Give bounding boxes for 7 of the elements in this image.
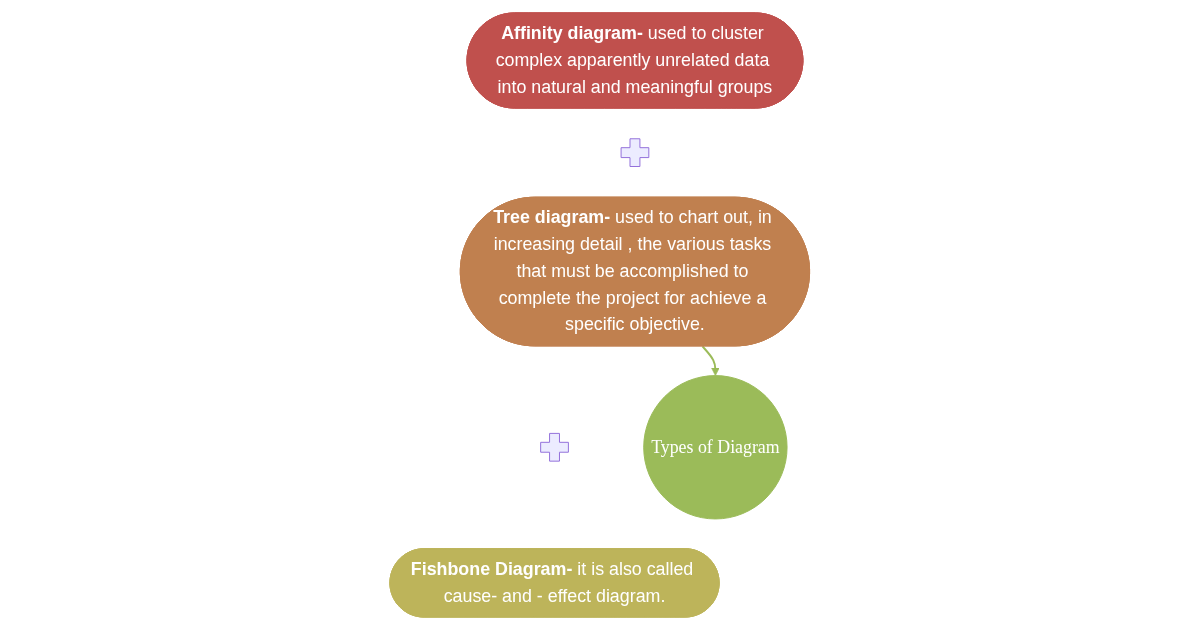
oval-node: Tree diagram- used to chart out, in increasing detail , the various tasks that must be accomplished to complete the project for achieve a specific objective. <box>460 196 811 347</box>
plus-sign <box>620 138 650 167</box>
plus-sign <box>540 432 570 462</box>
arrow <box>701 345 720 376</box>
oval-node: Fishbone Diagram- it is also called cause- and - effect diagram. <box>389 548 720 618</box>
oval-node: Affinity diagram- used to cluster complex apparently unrelated data into natural and meaningful groups <box>466 12 804 109</box>
result-circle: Types of Diagram <box>643 375 788 520</box>
